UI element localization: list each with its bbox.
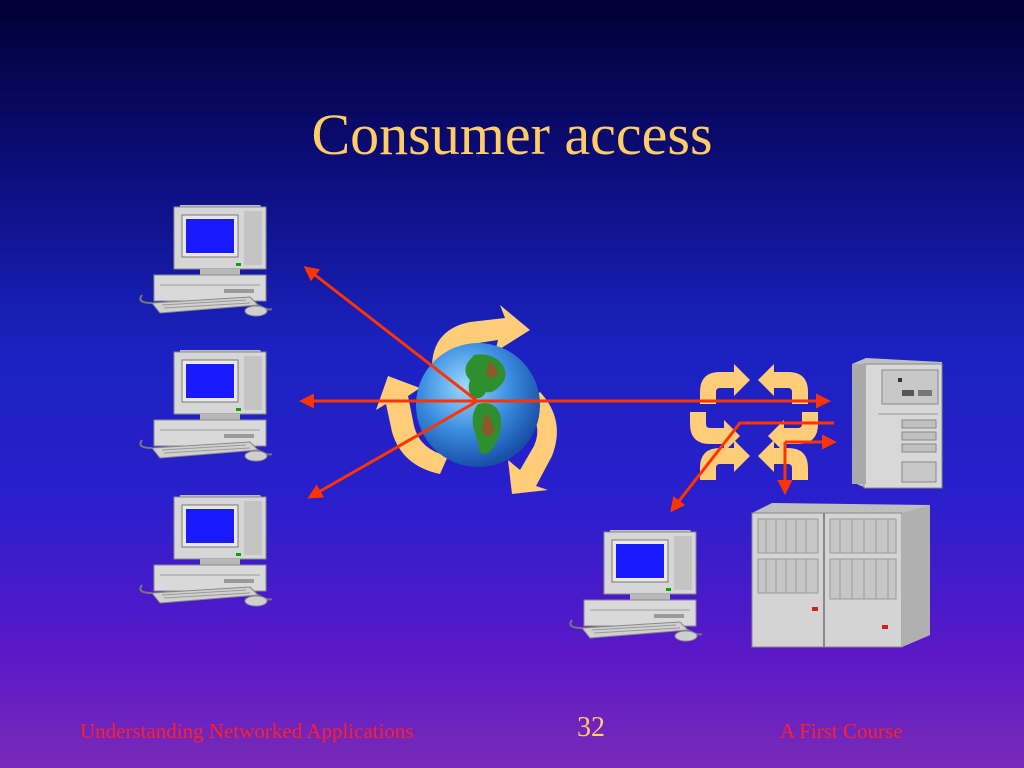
desktop-computer-icon bbox=[139, 349, 273, 462]
footer-subtitle: A First Course bbox=[780, 719, 903, 743]
connection-arrows bbox=[299, 266, 837, 513]
page-number: 32 bbox=[577, 712, 605, 743]
arrow-to-pc-bottom bbox=[307, 400, 477, 499]
tower-server-icon bbox=[852, 358, 943, 489]
footer-course-title: Understanding Networked Applications bbox=[80, 719, 414, 743]
mainframe-icon bbox=[751, 503, 930, 648]
arrow-to-pc-top bbox=[303, 266, 477, 402]
arrow-to-pc-bottom-center bbox=[670, 421, 834, 513]
desktop-computer-icon bbox=[569, 529, 703, 642]
desktop-computer-icon bbox=[139, 204, 273, 317]
slide-title: Consumer access bbox=[311, 102, 713, 167]
globe-icon bbox=[416, 343, 540, 467]
desktop-computer-icon bbox=[139, 494, 273, 607]
